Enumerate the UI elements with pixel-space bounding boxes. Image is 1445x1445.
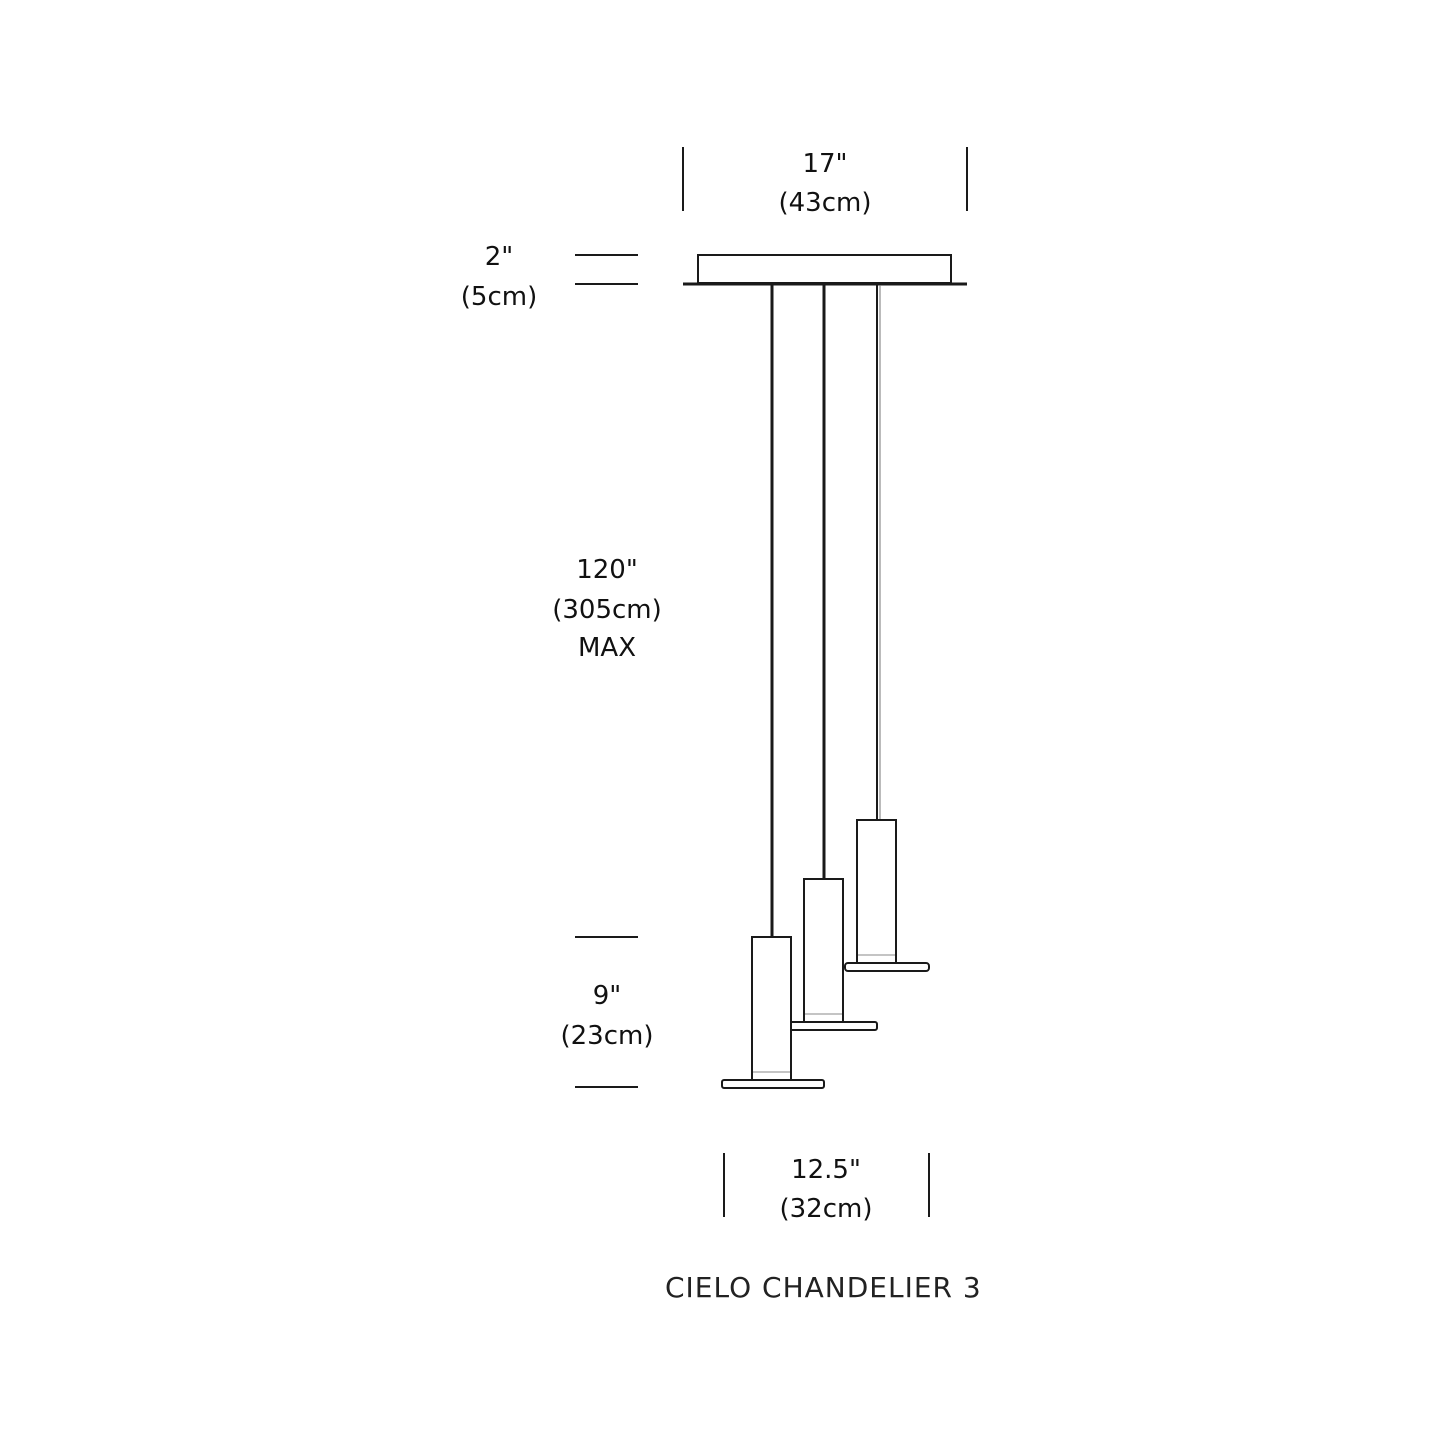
chandelier-drawing (683, 254, 967, 1089)
dimension-labels: 17" (43cm) 2" (5cm) 120" (305cm) MAX 9" … (461, 149, 982, 1304)
canopy-height-imperial: 2" (485, 242, 514, 272)
pendant-middle-body (803, 878, 844, 1023)
cable-length-note: MAX (578, 633, 636, 663)
bottom-width-metric: (32cm) (780, 1194, 873, 1224)
product-title: CIELO CHANDELIER 3 (665, 1271, 982, 1304)
top-width-imperial: 17" (802, 149, 847, 179)
pendant-height-metric: (23cm) (561, 1021, 654, 1051)
canopy-height-metric: (5cm) (461, 282, 537, 312)
top-width-metric: (43cm) (779, 188, 872, 218)
cable-length-metric: (305cm) (552, 595, 662, 625)
pendant-right-disc (844, 962, 930, 972)
pendant-right-body (856, 819, 897, 964)
bottom-width-imperial: 12.5" (791, 1155, 861, 1185)
canopy (697, 254, 952, 284)
dimension-lines (575, 147, 968, 1217)
pendant-left-disc (721, 1079, 825, 1089)
cable-length-imperial: 120" (576, 555, 638, 585)
pendant-height-imperial: 9" (593, 981, 622, 1011)
pendant-left-body (751, 936, 792, 1081)
